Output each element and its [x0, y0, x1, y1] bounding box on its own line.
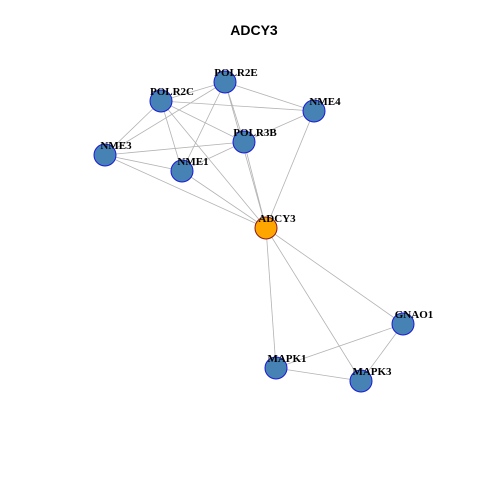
node-label-mapk3: MAPK3	[352, 366, 392, 378]
node-polr2c[interactable]	[149, 89, 173, 113]
edge-adcy3-gnao1	[265, 227, 404, 325]
edge-polr2c-nme4	[160, 100, 315, 112]
node-gnao1[interactable]	[391, 312, 415, 336]
node-label-polr2c: POLR2C	[150, 86, 194, 98]
edge-adcy3-mapk3	[265, 227, 362, 382]
node-mapk3[interactable]	[349, 369, 373, 393]
edge-gnao1-mapk3	[360, 323, 404, 382]
edge-polr2e-adcy3	[224, 81, 267, 229]
node-polr2e[interactable]	[213, 70, 237, 94]
edge-nme1-adcy3	[181, 170, 267, 229]
edge-polr2c-nme3	[104, 100, 162, 156]
edge-polr2e-nme4	[224, 81, 315, 112]
node-label-nme3: NME3	[100, 140, 132, 152]
edge-layer	[104, 81, 404, 382]
node-label-gnao1: GNAO1	[395, 309, 434, 321]
node-mapk1[interactable]	[264, 356, 288, 380]
graph-title: ADCY3	[230, 22, 278, 38]
edge-nme3-nme1	[104, 154, 183, 172]
edge-nme4-polr3b	[243, 110, 315, 143]
edge-nme3-adcy3	[104, 154, 267, 229]
node-nme3[interactable]	[93, 143, 117, 167]
edge-nme4-adcy3	[265, 110, 315, 229]
node-adcy3[interactable]	[254, 216, 278, 240]
node-layer	[93, 70, 415, 393]
edge-polr3b-nme3	[104, 141, 245, 156]
node-nme1[interactable]	[170, 159, 194, 183]
node-polr3b[interactable]	[232, 130, 256, 154]
edge-mapk1-mapk3	[275, 367, 362, 382]
node-label-polr3b: POLR3B	[233, 127, 277, 139]
node-label-adcy3: ADCY3	[258, 213, 296, 225]
edge-polr2c-nme1	[160, 100, 183, 172]
edge-polr2c-polr3b	[160, 100, 245, 143]
edge-polr3b-adcy3	[243, 141, 267, 229]
edge-polr2e-nme1	[181, 81, 226, 172]
edge-polr2e-nme3	[104, 81, 226, 156]
edge-gnao1-mapk1	[275, 323, 404, 369]
node-nme4[interactable]	[302, 99, 326, 123]
edge-polr2c-adcy3	[160, 100, 267, 229]
node-label-mapk1: MAPK1	[267, 353, 306, 365]
edge-adcy3-mapk1	[265, 227, 277, 369]
node-label-polr2e: POLR2E	[214, 67, 257, 79]
node-label-nme4: NME4	[309, 96, 341, 108]
node-label-nme1: NME1	[177, 156, 208, 168]
